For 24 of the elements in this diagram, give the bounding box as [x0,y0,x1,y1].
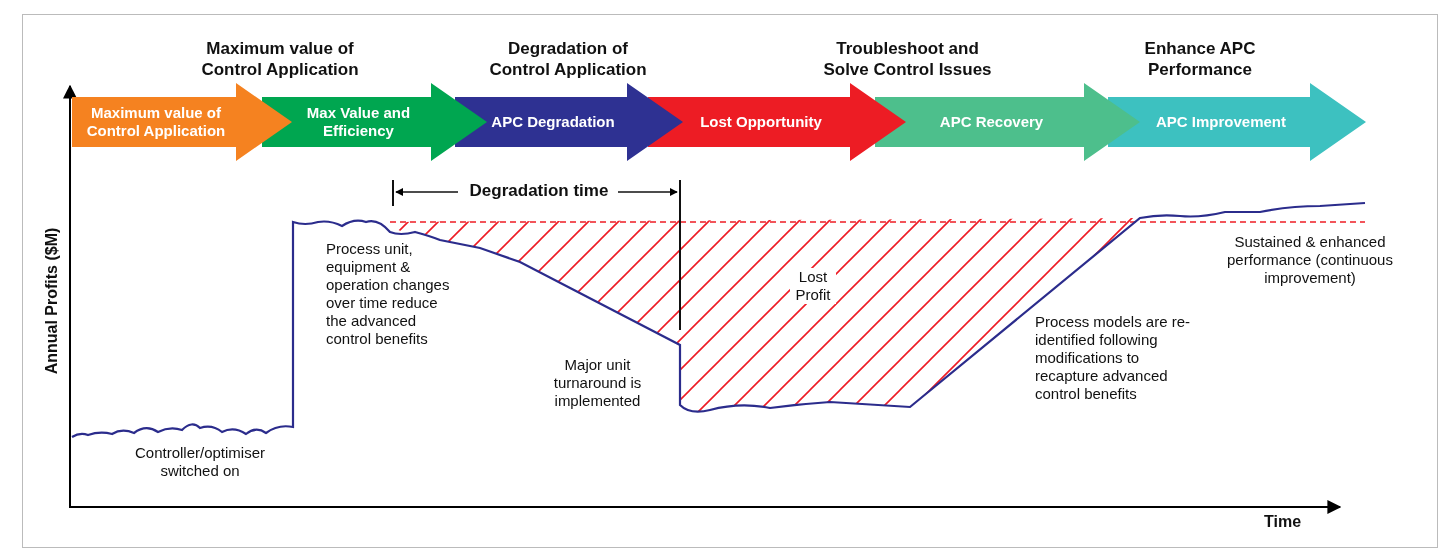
annotation: Process models are re-identified following modifications to recapture advanced control benefits [1035,313,1192,403]
annotation: Lost Profit [790,268,836,304]
annotation: Sustained & enhanced performance (continuous improvement) [1226,233,1394,287]
phase-label: Lost Opportunity [699,112,823,132]
phase-heading: Maximum value of Control Application [200,38,360,80]
phase-heading: Enhance APC Performance [1143,38,1257,80]
annotation: Major unit turnaround is implemented [552,356,643,410]
phase-heading: Degradation of Control Application [488,38,648,80]
phase-segment [262,83,487,161]
phase-label: Max Value and Efficiency [305,103,412,141]
annotation: Process unit, equipment & operation changes over time reduce the advanced control benefits [326,240,451,348]
phase-segment [455,83,683,161]
phase-heading: Troubleshoot and Solve Control Issues [822,38,993,80]
phase-label: Maximum value of Control Application [85,103,227,141]
phase-segment [72,83,292,161]
annotation: Controller/optimiser switched on [133,444,266,480]
phase-segment [1108,83,1366,161]
phase-segment [875,83,1140,161]
phase-label: APC Degradation [490,112,616,132]
axis-title: Annual Profits ($M) [43,226,61,377]
phase-label: APC Recovery [938,112,1045,132]
phase-label: APC Improvement [1155,112,1287,132]
phase-segment [648,83,906,161]
axis-title: Time [1262,513,1303,531]
